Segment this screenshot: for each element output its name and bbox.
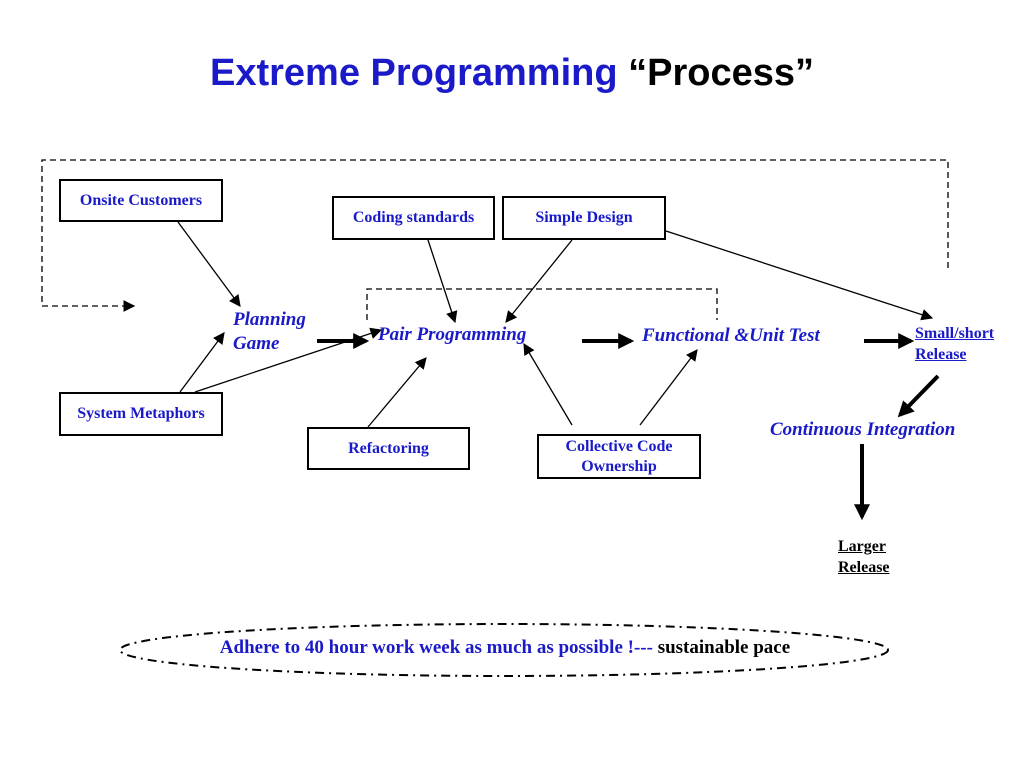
arrow-refactoring-to-pair	[367, 357, 427, 428]
box-coding-standards: Coding standards	[332, 196, 495, 240]
stage-pair-programming: Pair Programming	[378, 324, 527, 345]
box-simple-design-label: Simple Design	[535, 209, 633, 227]
arrow-design-to-pair	[505, 239, 573, 323]
title-main: Extreme Programming	[209, 52, 618, 94]
footer-note: Adhere to 40 hour work week as much as p…	[0, 637, 1010, 659]
box-collective-code-ownership: Collective Code Ownership	[537, 434, 701, 479]
stage-planning-line1: Planning	[233, 309, 306, 330]
stage-continuous-integration: Continuous Integration	[770, 419, 956, 440]
arrow-design-to-release	[665, 230, 934, 321]
footer-text-main: Adhere to 40 hour work week as much as p…	[219, 637, 653, 658]
box-system-metaphors-label: System Metaphors	[77, 405, 205, 423]
box-system-metaphors: System Metaphors	[59, 392, 223, 436]
inner-feedback-loop	[366, 288, 718, 320]
arrow-collective-to-pair	[523, 342, 573, 426]
footer-ellipse	[119, 623, 889, 677]
box-collective-line1: Collective Code	[565, 438, 673, 456]
release-small-line2: Release	[915, 345, 967, 363]
arrow-coding-to-pair	[427, 239, 458, 324]
box-onsite-customers-label: Onsite Customers	[79, 191, 203, 209]
release-larger-line2: Release	[838, 558, 890, 576]
release-larger-line1: Larger	[838, 538, 886, 555]
page-title: Extreme Programming “Process”	[0, 52, 1024, 95]
box-coding-standards-label: Coding standards	[352, 209, 475, 227]
stage-functional-unit-test: Functional &Unit Test	[642, 325, 820, 346]
release-small-line1: Small/short	[915, 325, 995, 342]
box-refactoring-label: Refactoring	[348, 439, 429, 457]
title-quoted: “Process”	[628, 52, 815, 94]
arrow-metaphors-to-planning	[179, 332, 225, 393]
release-larger: Larger Release	[838, 537, 890, 579]
arrow-collective-to-test	[639, 349, 698, 426]
stage-planning-line2: Game	[233, 332, 280, 354]
stage-planning-game: Planning Game	[233, 308, 306, 356]
box-onsite-customers: Onsite Customers	[59, 179, 223, 222]
footer-text-emphasis: sustainable pace	[657, 637, 791, 658]
release-small-short: Small/short Release	[915, 324, 994, 366]
box-collective-line2: Ownership	[581, 457, 657, 475]
outer-feedback-loop	[41, 159, 949, 312]
arrow-onsite-to-planning	[177, 221, 241, 307]
box-simple-design: Simple Design	[502, 196, 666, 240]
flow-release-to-integration	[897, 374, 940, 418]
box-refactoring: Refactoring	[307, 427, 470, 470]
